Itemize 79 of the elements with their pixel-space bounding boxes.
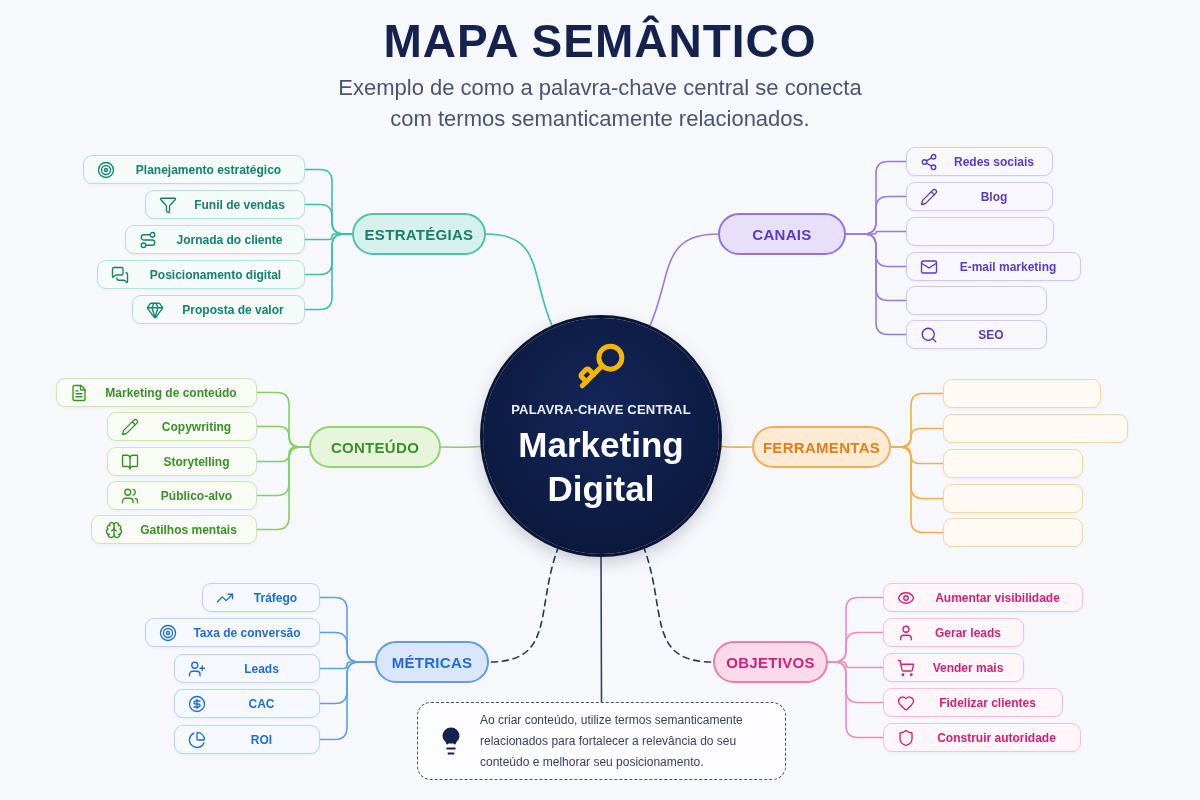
- topic-pill: [174, 725, 320, 754]
- topic-label: CAC: [247, 696, 275, 711]
- connector: [890, 446, 944, 534]
- topic-pill: [97, 260, 305, 289]
- branch-pill: [713, 641, 828, 683]
- branch-label: OBJETIVOS: [726, 653, 815, 671]
- topic-pill: [174, 689, 320, 718]
- topic-pill: [906, 252, 1081, 281]
- topic-pill: [883, 723, 1081, 752]
- topic-pill: [906, 286, 1047, 315]
- topic-pill: [906, 147, 1053, 176]
- subtitle: Exemplo de como a palavra-chave central se conecta com termos semanticamente relacionados.: [337, 74, 863, 133]
- topic-pill: [883, 618, 1024, 647]
- topic-label: Público-alvo: [159, 488, 233, 503]
- topic-label: Vender mais: [931, 660, 1004, 675]
- branch-pill: [752, 426, 891, 468]
- branch-pill: [309, 426, 441, 468]
- topic-label: E-mail marketing: [958, 259, 1057, 274]
- topic-pill: [943, 484, 1083, 513]
- topic-label: Copywriting: [160, 419, 232, 434]
- topic-label: Jornada do cliente: [175, 232, 283, 247]
- topic-pill: [943, 449, 1083, 478]
- topic-pill: [91, 515, 257, 544]
- topic-pill: [943, 379, 1101, 408]
- topic-label: Gerar leads: [933, 625, 1001, 640]
- topic-label: Funil de vendas: [193, 197, 285, 212]
- note-box: [417, 702, 786, 780]
- topic-pill: [906, 217, 1054, 246]
- connector: [845, 233, 907, 336]
- topic-label: Planejamento estratégico: [134, 162, 282, 177]
- connector: [319, 661, 376, 741]
- topic-pill: [202, 583, 320, 612]
- branch-pill: [375, 641, 489, 683]
- topic-label: Blog: [979, 189, 1008, 204]
- branch-label: FERRAMENTAS: [762, 438, 881, 456]
- topic-label: Proposta de valor: [181, 302, 284, 317]
- topic-pill: [906, 182, 1053, 211]
- topic-label: ROI: [249, 732, 273, 747]
- topic-label: Gatilhos mentais: [139, 522, 237, 537]
- diagram-title: MAPA SEMÂNTICO: [383, 14, 817, 68]
- topic-pill: [107, 447, 257, 476]
- note-text: Ao criar conteúdo, utilize termos semanticamente relacionados para fortalecer a relevância do seu conteúdo e melhorar seu posicionamento.: [480, 711, 744, 771]
- branch-pill: [352, 213, 486, 255]
- topic-pill: [107, 481, 257, 510]
- topic-pill: [883, 688, 1063, 717]
- topic-label: SEO: [977, 327, 1004, 342]
- topic-label: Leads: [243, 661, 279, 676]
- topic-pill: [83, 155, 305, 184]
- branch-label: MÉTRICAS: [391, 653, 473, 671]
- topic-label: Marketing de conteúdo: [104, 385, 237, 400]
- topic-label: Aumentar visibilidade: [934, 590, 1060, 605]
- node-title: Marketing Digital: [517, 424, 685, 510]
- topic-pill: [943, 518, 1083, 547]
- topic-pill: [145, 190, 305, 219]
- topic-pill: [883, 583, 1083, 612]
- topic-pill: [883, 653, 1024, 682]
- topic-label: Redes sociais: [952, 154, 1034, 169]
- branch-pill: [718, 213, 846, 255]
- branch-label: CANAIS: [752, 225, 812, 243]
- node-heading: PALAVRA-CHAVE CENTRAL: [511, 402, 691, 417]
- topic-pill: [906, 320, 1047, 349]
- connector: [304, 233, 353, 311]
- branch-label: ESTRATÉGIAS: [364, 225, 474, 243]
- topic-pill: [943, 414, 1128, 443]
- topic-label: Posicionamento digital: [148, 267, 282, 282]
- branch-label: CONTEÚDO: [330, 438, 420, 456]
- topic-pill: [145, 618, 320, 647]
- topic-pill: [107, 412, 257, 441]
- topic-label: Tráfego: [252, 590, 298, 605]
- topic-label: Storytelling: [162, 454, 230, 469]
- topic-pill: [125, 225, 305, 254]
- topic-label: Construir autoridade: [936, 730, 1056, 745]
- topic-label: Fidelizar clientes: [938, 695, 1036, 710]
- topic-pill: [132, 295, 305, 324]
- topic-pill: [174, 654, 320, 683]
- topic-label: Taxa de conversão: [192, 625, 301, 640]
- connector: [256, 446, 310, 531]
- connector: [827, 661, 884, 739]
- topic-pill: [56, 378, 257, 407]
